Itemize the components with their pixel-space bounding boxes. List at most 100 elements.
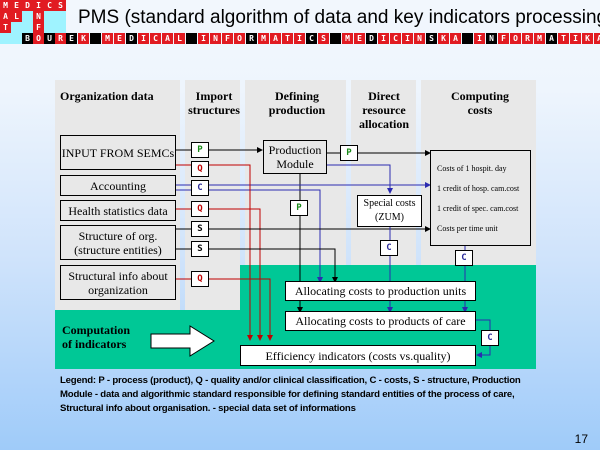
logo-strip-cell: F xyxy=(222,33,233,44)
logo-strip-cell: N xyxy=(414,33,425,44)
org-box-input-semcs: INPUT FROM SEMCs xyxy=(60,135,176,170)
logo-strip-cell: A xyxy=(450,33,461,44)
cost-item-spec-cam-cost: 1 credit of spec. cam.cost xyxy=(437,204,519,213)
tag-s-structure-2: S xyxy=(191,241,209,257)
logo-strip-cell: E xyxy=(114,33,125,44)
tag-p-semcs: P xyxy=(191,142,209,158)
logo-strip-cell: R xyxy=(246,33,257,44)
logo-cell: L xyxy=(11,11,22,22)
tag-c-accounting: C xyxy=(191,180,209,196)
logo-strip-cell: N xyxy=(210,33,221,44)
logo-strip-cell: I xyxy=(474,33,485,44)
logo-strip-cell xyxy=(186,33,197,44)
logo-strip-cell: C xyxy=(150,33,161,44)
logo-strip-cell xyxy=(462,33,473,44)
allocating-production-units-box: Allocating costs to production units xyxy=(285,281,476,301)
logo-cell: I xyxy=(33,0,44,11)
logo-strip-cell: R xyxy=(522,33,533,44)
logo-strip-cell: I xyxy=(138,33,149,44)
logo-cell: A xyxy=(0,11,11,22)
logo-strip-cell: D xyxy=(126,33,137,44)
logo-strip-cell: L xyxy=(174,33,185,44)
efficiency-indicators-box: Efficiency indicators (costs vs.quality) xyxy=(240,345,476,366)
logo-strip-cell: N xyxy=(486,33,497,44)
logo-cell: C xyxy=(44,0,55,11)
logo-strip-cell: T xyxy=(558,33,569,44)
cost-item-hosp-cam-cost: 1 credit of hosp. cam.cost xyxy=(437,184,520,193)
special-costs-box: Special costs (ZUM) xyxy=(357,195,422,227)
column-header-organization-data: Organization data xyxy=(60,89,154,103)
logo-strip-cell: M xyxy=(342,33,353,44)
logo-cell xyxy=(11,22,22,33)
tag-s-structure-1: S xyxy=(191,221,209,237)
logo-strip-cell: M xyxy=(102,33,113,44)
big-arrow-icon xyxy=(150,325,215,357)
computation-of-indicators-label: Computation of indicators xyxy=(62,323,131,351)
logo-cell xyxy=(11,33,22,44)
page-title: PMS (standard algorithm of data and key … xyxy=(78,7,600,28)
logo-strip-cell: A xyxy=(546,33,557,44)
logo-strip-cell: K xyxy=(438,33,449,44)
column-direct-resource-allocation xyxy=(351,80,416,265)
column-header-defining-production: Defining production xyxy=(268,89,326,117)
logo-strip-cell: I xyxy=(570,33,581,44)
logo-strip-cell: K xyxy=(582,33,593,44)
logo-strip-cell: I xyxy=(378,33,389,44)
logo-cell: N xyxy=(33,11,44,22)
logo-strip-cell: M xyxy=(534,33,545,44)
logo-strip-cell: T xyxy=(282,33,293,44)
computing-costs-box xyxy=(430,150,531,246)
org-box-structural-info: Structural info about organization xyxy=(60,265,176,300)
logo-strip-cell: D xyxy=(366,33,377,44)
line-c-accounting-2 xyxy=(176,189,323,283)
allocating-products-of-care-box: Allocating costs to products of care xyxy=(285,311,476,331)
logo-strip-cell: C xyxy=(306,33,317,44)
org-box-structure-of-org: Structure of org. (structure entities) xyxy=(60,225,176,260)
logo-strip-cell: I xyxy=(294,33,305,44)
logo-cell: T xyxy=(0,22,11,33)
logo-cell xyxy=(22,22,33,33)
tag-p-production-out: P xyxy=(340,145,358,161)
logo-cell: F xyxy=(33,22,44,33)
logo-cell: O xyxy=(33,33,44,44)
org-box-accounting: Accounting xyxy=(60,175,176,196)
line-q-semcs xyxy=(176,164,253,341)
tag-c-special-costs: C xyxy=(380,240,398,256)
logo-strip-cell xyxy=(330,33,341,44)
logo-strip-cell: A xyxy=(270,33,281,44)
cost-item-hospit-day: Costs of 1 hospit. day xyxy=(437,164,507,173)
production-module-box: Production Module xyxy=(263,140,327,174)
column-header-import-structures: Import structures xyxy=(188,89,240,117)
line-s-2 xyxy=(176,248,338,283)
logo-strip-cell: K xyxy=(78,33,89,44)
logo-strip-cell: A xyxy=(594,33,600,44)
tag-c-efficiency: C xyxy=(481,330,499,346)
tag-q-structural: Q xyxy=(191,271,209,287)
logo-strip-cell: S xyxy=(318,33,329,44)
logo-strip-cell: O xyxy=(234,33,245,44)
org-box-health-statistics: Health statistics data xyxy=(60,200,176,221)
logo-strip-cell: O xyxy=(510,33,521,44)
logo-strip-cell: I xyxy=(198,33,209,44)
logo-cell: E xyxy=(11,0,22,11)
logo-cell: D xyxy=(22,0,33,11)
column-header-computing-costs: Computing costs xyxy=(450,89,509,117)
logo-strip-cell: E xyxy=(354,33,365,44)
tag-c-computing-costs: C xyxy=(455,250,473,266)
logo-cell xyxy=(44,22,55,33)
logo-strip-cell: F xyxy=(498,33,509,44)
logo-strip-cell: M xyxy=(258,33,269,44)
column-header-direct-resource-allocation: Direct resource allocation xyxy=(359,89,409,131)
page-number: 17 xyxy=(574,432,588,446)
tag-q-semcs: Q xyxy=(191,161,209,177)
logo-cell xyxy=(22,11,33,22)
logo-cell: R xyxy=(55,33,66,44)
logo-cell xyxy=(55,22,66,33)
logo-cell: U xyxy=(44,33,55,44)
legend-text: Legend: P - process (product), Q - quali… xyxy=(60,375,521,414)
logo-strip-cell: S xyxy=(426,33,437,44)
tag-p-production-down: P xyxy=(290,200,308,216)
logo-cell xyxy=(55,11,66,22)
tag-q-health: Q xyxy=(191,201,209,217)
